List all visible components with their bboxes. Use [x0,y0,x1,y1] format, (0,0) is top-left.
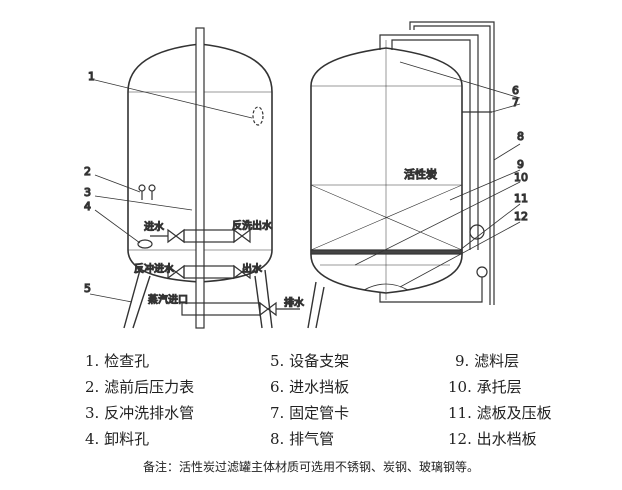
legend-item: 7. 固定管卡 [270,404,350,422]
legend-item: 11. 滤板及压板 [448,404,552,422]
legend-item: 2. 滤前后压力表 [85,378,195,396]
backwash-pipe [195,27,205,329]
label-backflush-in: 反冲进水 [134,262,174,275]
label-steam-in: 蒸汽进口 [148,293,188,306]
label-11: 11 [514,192,528,205]
label-4: 4 [84,200,91,213]
right-support-leg [307,281,325,329]
label-backwash-out: 反洗出水 [232,219,272,232]
right-piping [379,21,495,305]
inlet-valves [150,228,300,317]
label-activated-carbon: 活性炭 [404,167,437,181]
legend-item: 10. 承托层 [448,378,522,396]
legend-item: 9. 滤料层 [455,352,520,370]
right-tank: 6 7 8 9 10 11 12 活性炭 [307,21,529,329]
inspection-hole [252,106,264,126]
label-1: 1 [88,70,95,83]
label-outlet: 出水 [242,262,262,275]
discharge-hole [137,239,153,249]
label-inlet: 进水 [144,221,164,233]
legend-item: 8. 排气管 [270,430,335,448]
legend-item: 12. 出水档板 [448,430,537,448]
label-3: 3 [84,186,91,199]
legend-item: 3. 反冲洗排水管 [85,404,195,422]
label-9: 9 [517,158,524,171]
label-6: 6 [512,84,519,97]
material-note: 备注：活性炭过滤罐主体材质可选用不锈钢、炭钢、玻璃钢等。 [142,460,479,474]
label-2: 2 [84,165,91,178]
legend-item: 6. 进水挡板 [270,378,350,396]
label-drain: 排水 [284,296,304,309]
label-8: 8 [517,130,524,143]
filter-plate [310,249,463,255]
label-10: 10 [514,171,528,184]
legend-item: 4. 卸料孔 [85,430,150,448]
label-12: 12 [514,210,528,223]
left-tank: 1 2 3 4 5 进水 反洗出水 反冲进水 出水 蒸汽进口 排水 [83,27,305,329]
tank-drawings: 1 2 3 4 5 进水 反洗出水 反冲进水 出水 蒸汽进口 排水 6 7 8 … [83,21,529,329]
label-7: 7 [512,96,519,109]
left-support-legs [123,269,273,329]
legend-item: 5. 设备支架 [270,352,350,370]
legend-item: 1. 检查孔 [85,352,150,370]
label-5: 5 [84,282,91,295]
